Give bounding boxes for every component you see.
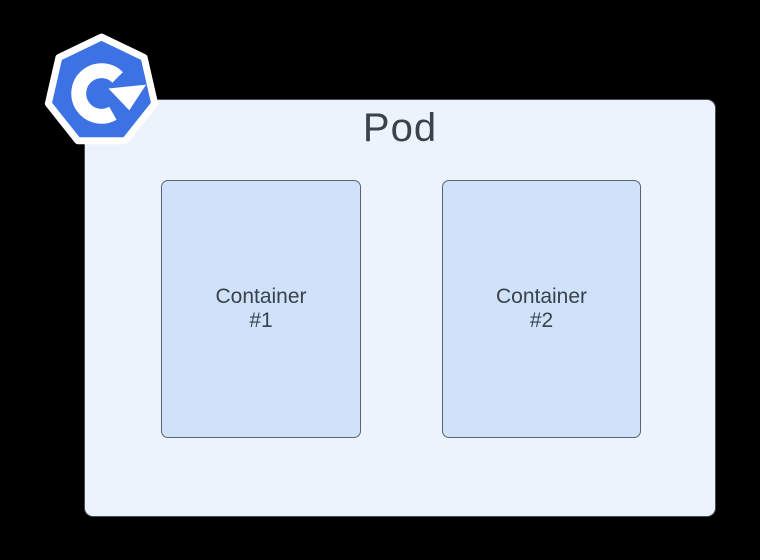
- pod-box: Pod Container #1 Container #2: [84, 99, 716, 517]
- rotate-arrow-arc: [71, 63, 123, 124]
- container-2-label: Container #2: [496, 285, 587, 333]
- container-1-label: Container #1: [215, 285, 306, 333]
- container-1-number: #1: [249, 309, 273, 332]
- container-1-box: Container #1: [161, 180, 361, 438]
- container-2-number: #2: [529, 309, 554, 332]
- container-2-label-text: Container: [495, 285, 588, 308]
- container-2-box: Container #2: [442, 180, 641, 438]
- heptagon-shape: [44, 33, 159, 145]
- kubernetes-heptagon-rotate-arrow-icon: [44, 33, 159, 145]
- rotate-arrow-head: [108, 84, 147, 111]
- pod-title: Pod: [362, 106, 438, 150]
- container-1-label-text: Container: [215, 285, 307, 308]
